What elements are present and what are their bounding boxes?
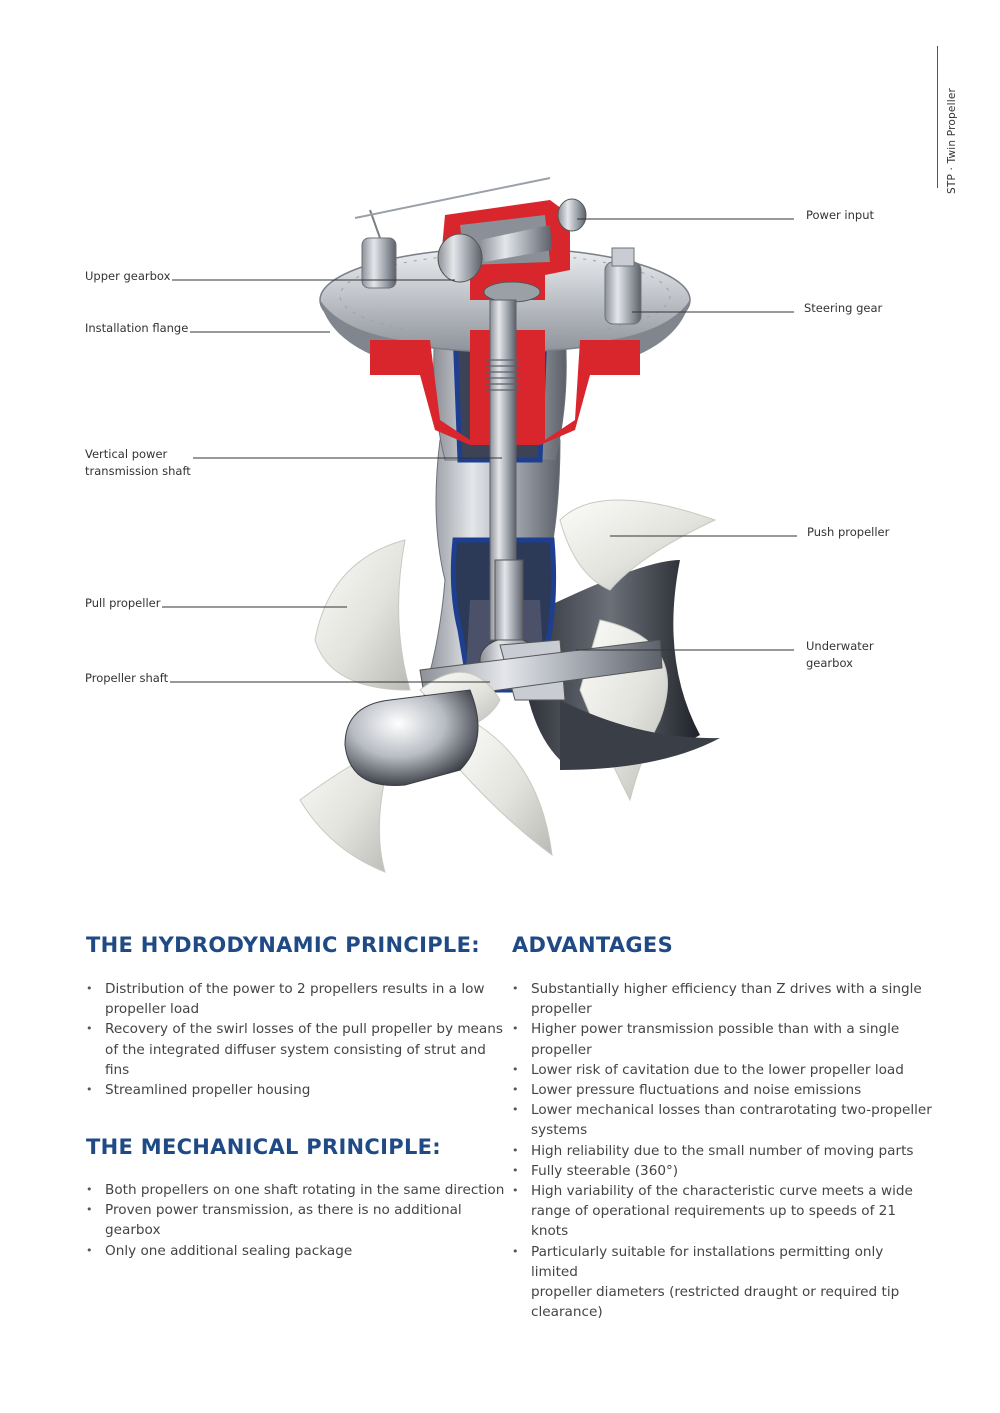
callout-steering-gear: Steering gear [802,300,883,317]
bullet-line: propeller [531,1001,592,1018]
bullet-line: range of operational requirements up to … [531,1203,896,1240]
bullet-line: Fully steerable (360°) [531,1162,679,1179]
advantages-heading: ADVANTAGES [512,933,673,957]
bullet-line: Both propellers on one shaft rotating in… [105,1182,505,1198]
hydrodynamic-heading: THE HYDRODYNAMIC PRINCIPLE: [86,933,480,957]
bullet-item: Fully steerable (360°) [512,1161,932,1181]
bullet-line: of the integrated diffuser system consis… [105,1041,486,1078]
callout-underwater-gearbox: Underwater gearbox [804,638,874,672]
bullet-item: Distribution of the power to 2 propeller… [86,979,506,1019]
bullet-line: Only one additional sealing package [105,1242,353,1259]
callout-underwater-gearbox-line1: Underwater [806,639,874,653]
callout-vertical-shaft-line1: Vertical power [85,447,168,461]
hydrodynamic-list: Distribution of the power to 2 propeller… [86,979,506,1100]
bullet-line: Proven power transmission, as there is n… [105,1202,462,1239]
mechanical-heading: THE MECHANICAL PRINCIPLE: [86,1135,441,1159]
bullet-item: Lower mechanical losses than contrarotat… [512,1100,932,1140]
bullet-line: propeller diameters (restricted draught … [531,1284,900,1301]
callout-push-propeller: Push propeller [805,524,890,541]
bullet-item: Substantially higher efficiency than Z d… [512,979,932,1019]
callout-installation-flange: Installation flange [85,320,191,337]
bullet-line: clearance) [531,1304,603,1321]
steering-gear [604,261,642,325]
bullet-line: systems [531,1122,588,1139]
bullet-line: Particularly suitable for installations … [531,1243,884,1280]
bullet-line: High reliability due to the small number… [531,1142,914,1159]
bullet-item: Proven power transmission, as there is n… [86,1200,506,1240]
push-propeller-blade [559,499,717,591]
advantages-list: Substantially higher efficiency than Z d… [512,979,932,1322]
bullet-item: Higher power transmission possible than … [512,1019,932,1059]
bullet-line: Streamlined propeller housing [105,1082,311,1099]
bullet-line: Lower pressure fluctuations and noise em… [531,1082,862,1099]
callout-vertical-shaft-line2: transmission shaft [85,464,191,478]
bullet-item: Recovery of the swirl losses of the pull… [86,1019,506,1080]
leader-lines [157,218,797,683]
callout-pull-propeller: Pull propeller [85,595,163,612]
bullet-item: Particularly suitable for installations … [512,1242,932,1323]
pull-propeller-blade [459,719,553,857]
mechanical-list: Both propellers on one shaft rotating in… [86,1180,506,1261]
bullet-item: Lower risk of cavitation due to the lowe… [512,1060,932,1080]
callout-vertical-shaft: Vertical power transmission shaft [85,446,193,480]
callout-upper-gearbox: Upper gearbox [85,268,173,285]
bullet-item: Lower pressure fluctuations and noise em… [512,1080,932,1100]
bullet-item: Streamlined propeller housing [86,1080,506,1100]
cutaway-drawing [157,177,797,873]
bullet-line: propeller [531,1041,592,1058]
thruster-cutaway-illustration: Power input Steering gear Upper gearbox … [85,177,890,873]
bullet-line: Recovery of the swirl losses of the pull… [105,1021,503,1038]
power-input-coupling [557,198,587,232]
bullet-line: Substantially higher efficiency than Z d… [531,981,922,997]
side-tab: STP · Twin Propeller [937,46,968,194]
bullet-line: Lower mechanical losses than contrarotat… [531,1102,932,1119]
bullet-item: High variability of the characteristic c… [512,1181,932,1242]
bullet-line: Distribution of the power to 2 propeller… [105,981,485,997]
bullet-item: High reliability due to the small number… [512,1141,932,1161]
bullet-line: Higher power transmission possible than … [531,1021,900,1038]
bullet-item: Both propellers on one shaft rotating in… [86,1180,506,1200]
callout-underwater-gearbox-line2: gearbox [806,656,853,670]
bullet-line: Lower risk of cavitation due to the lowe… [531,1061,904,1078]
pull-propeller-blade [314,539,411,691]
callout-propeller-shaft: Propeller shaft [85,670,171,687]
bullet-line: High variability of the characteristic c… [531,1183,913,1200]
propeller-nose-cone [344,689,479,786]
bullet-line: propeller load [105,1001,200,1018]
callout-power-input: Power input [804,207,875,224]
bullet-item: Only one additional sealing package [86,1241,506,1261]
push-propeller-blade-edge [560,700,720,770]
